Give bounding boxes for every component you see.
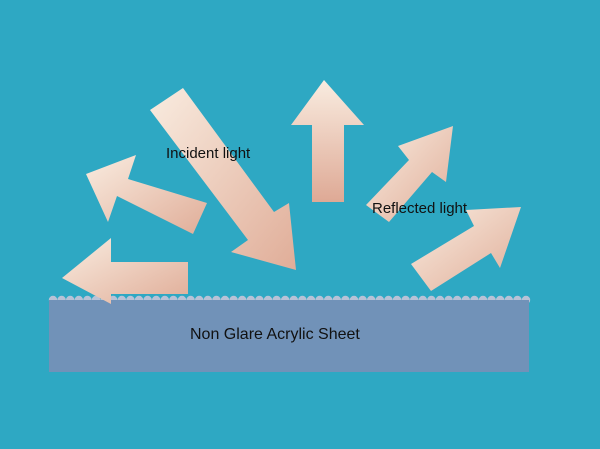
- incident-light-arrow: [150, 88, 296, 270]
- reflected-arrow-left-high: [86, 155, 207, 234]
- sheet-label: Non Glare Acrylic Sheet: [190, 326, 360, 343]
- reflected-arrow-up-right: [366, 126, 453, 222]
- incident-light-label: Incident light: [166, 145, 251, 162]
- reflected-arrow-up: [291, 80, 364, 202]
- reflected-arrow-right: [411, 207, 521, 291]
- reflected-arrow-left-low: [62, 238, 188, 304]
- acrylic-sheet: [49, 300, 529, 372]
- reflected-light-label: Reflected light: [372, 200, 468, 217]
